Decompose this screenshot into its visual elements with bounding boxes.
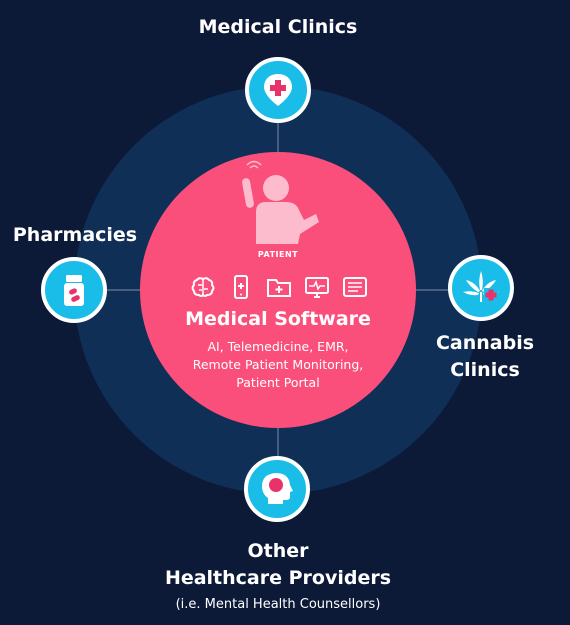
cannabis-leaf-icon bbox=[463, 271, 499, 302]
medical-clinics-label: Medical Clinics bbox=[198, 16, 358, 38]
center-desc-line2: Remote Patient Monitoring, bbox=[192, 357, 364, 372]
medical-folder-icon bbox=[266, 274, 292, 300]
clinic-pin-icon bbox=[264, 74, 292, 106]
other-providers-node bbox=[244, 456, 310, 522]
cannabis-clinics-node bbox=[448, 255, 514, 321]
center-title: Medical Software bbox=[185, 308, 371, 330]
pharmacies-node bbox=[41, 257, 107, 323]
software-icons-row bbox=[190, 273, 368, 301]
brain-icon bbox=[190, 274, 216, 300]
monitor-ecg-icon bbox=[304, 274, 330, 300]
head-icon bbox=[262, 473, 293, 504]
other-providers-sublabel: (i.e. Mental Health Counsellors) bbox=[175, 597, 381, 612]
center-desc-line3: Patient Portal bbox=[236, 375, 320, 390]
patient-label: PATIENT bbox=[257, 250, 299, 259]
pill-bottle-icon bbox=[64, 275, 84, 306]
cannabis-label-line1: Cannabis bbox=[435, 332, 535, 354]
center-desc-line1: AI, Telemedicine, EMR, bbox=[207, 339, 349, 354]
patient-icon bbox=[242, 160, 319, 244]
medical-clinics-node bbox=[245, 57, 311, 123]
other-providers-line1: Other bbox=[247, 540, 309, 562]
pharmacies-label: Pharmacies bbox=[12, 224, 138, 246]
cannabis-label-line2: Clinics bbox=[450, 359, 520, 381]
mobile-phone-icon bbox=[228, 274, 254, 300]
document-icon bbox=[342, 274, 368, 300]
other-providers-line2: Healthcare Providers bbox=[164, 567, 392, 589]
